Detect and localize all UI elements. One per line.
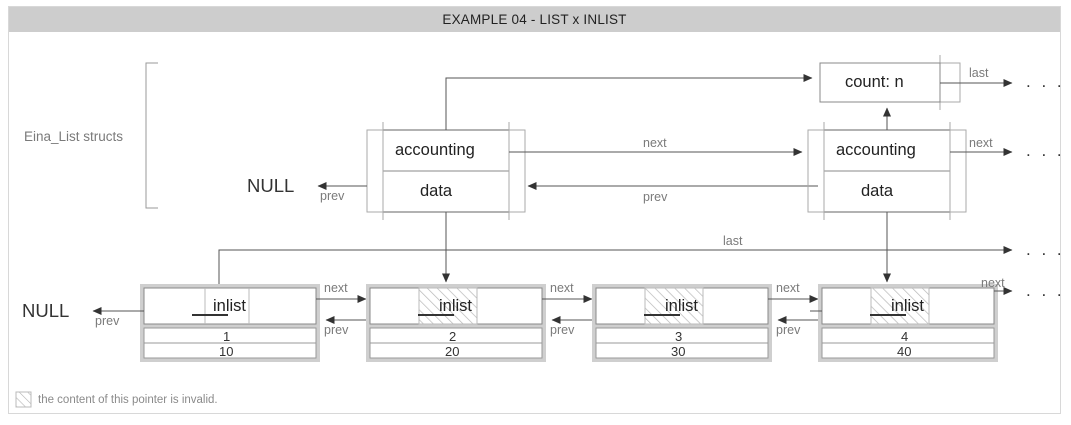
inlist-node-2-val: 20 [445,344,460,359]
count-last-dots: . . . [1026,72,1065,91]
list-next-dots-2: . . . [1026,141,1065,160]
inlist-node-1-val: 10 [219,344,234,359]
diagram-title-bar: EXAMPLE 04 - LIST x INLIST [9,7,1060,32]
legend-hatch-swatch [15,391,32,408]
inlist-node-2-num: 2 [449,329,457,344]
count-last-label: last [969,66,989,80]
last-long-arrow [218,246,1013,290]
list-node-2-data-label: data [861,182,894,200]
inlist-node-3-group [592,284,772,362]
null-label-bottom: NULL [22,300,70,321]
list-node-1-prev-null-label: prev [320,189,345,203]
inlist-prev-label-2: prev [550,323,575,337]
inlist-next-label-3: next [776,281,800,295]
null-label-top: NULL [247,175,295,196]
last-long-label: last [723,234,743,248]
inlist-node-3-num: 3 [675,329,683,344]
inlist-node-4-val: 40 [897,344,912,359]
inlist-node-3-val: 30 [671,344,686,359]
inlist-node-2-field-label: inlist [439,297,473,315]
inlist-next-label-1: next [324,281,348,295]
list-node-1-accounting-label: accounting [395,141,475,159]
eina-list-bracket [145,62,158,209]
inlist-node-1-group [140,284,320,362]
legend-text: the content of this pointer is invalid. [38,394,218,406]
inlist-prev-null-label: prev [95,314,120,328]
inlist-node-1-num: 1 [223,329,231,344]
inlist-node-4-field-label: inlist [891,297,925,315]
inlist-node-1-field-label: inlist [213,297,247,315]
inlist-next-label-2: next [550,281,574,295]
inlist-prev-label-3: prev [776,323,801,337]
inlist-node-4-num: 4 [901,329,909,344]
last-long-dots: . . . [1026,240,1065,259]
list-prev-label-1: prev [643,190,668,204]
inlist-node-4-group [818,284,998,362]
inlist-node-2-group [366,284,546,362]
list-node-2-accounting-label: accounting [836,141,916,159]
inlist-next-dots-4: . . . [1026,281,1065,300]
list-node-1-data-label: data [420,182,453,200]
eina-list-structs-label: Eina_List structs [24,129,124,144]
inlist-next-label-4: next [981,276,1005,290]
list-next-label-1: next [643,136,667,150]
accounting-to-count-arrow-1 [445,74,813,130]
list-next-label-2: next [969,136,993,150]
inlist-prev-label-1: prev [324,323,349,337]
page-title: EXAMPLE 04 - LIST x INLIST [442,12,627,27]
count-box-label: count: n [845,73,904,91]
inlist-node-3-field-label: inlist [665,297,699,315]
